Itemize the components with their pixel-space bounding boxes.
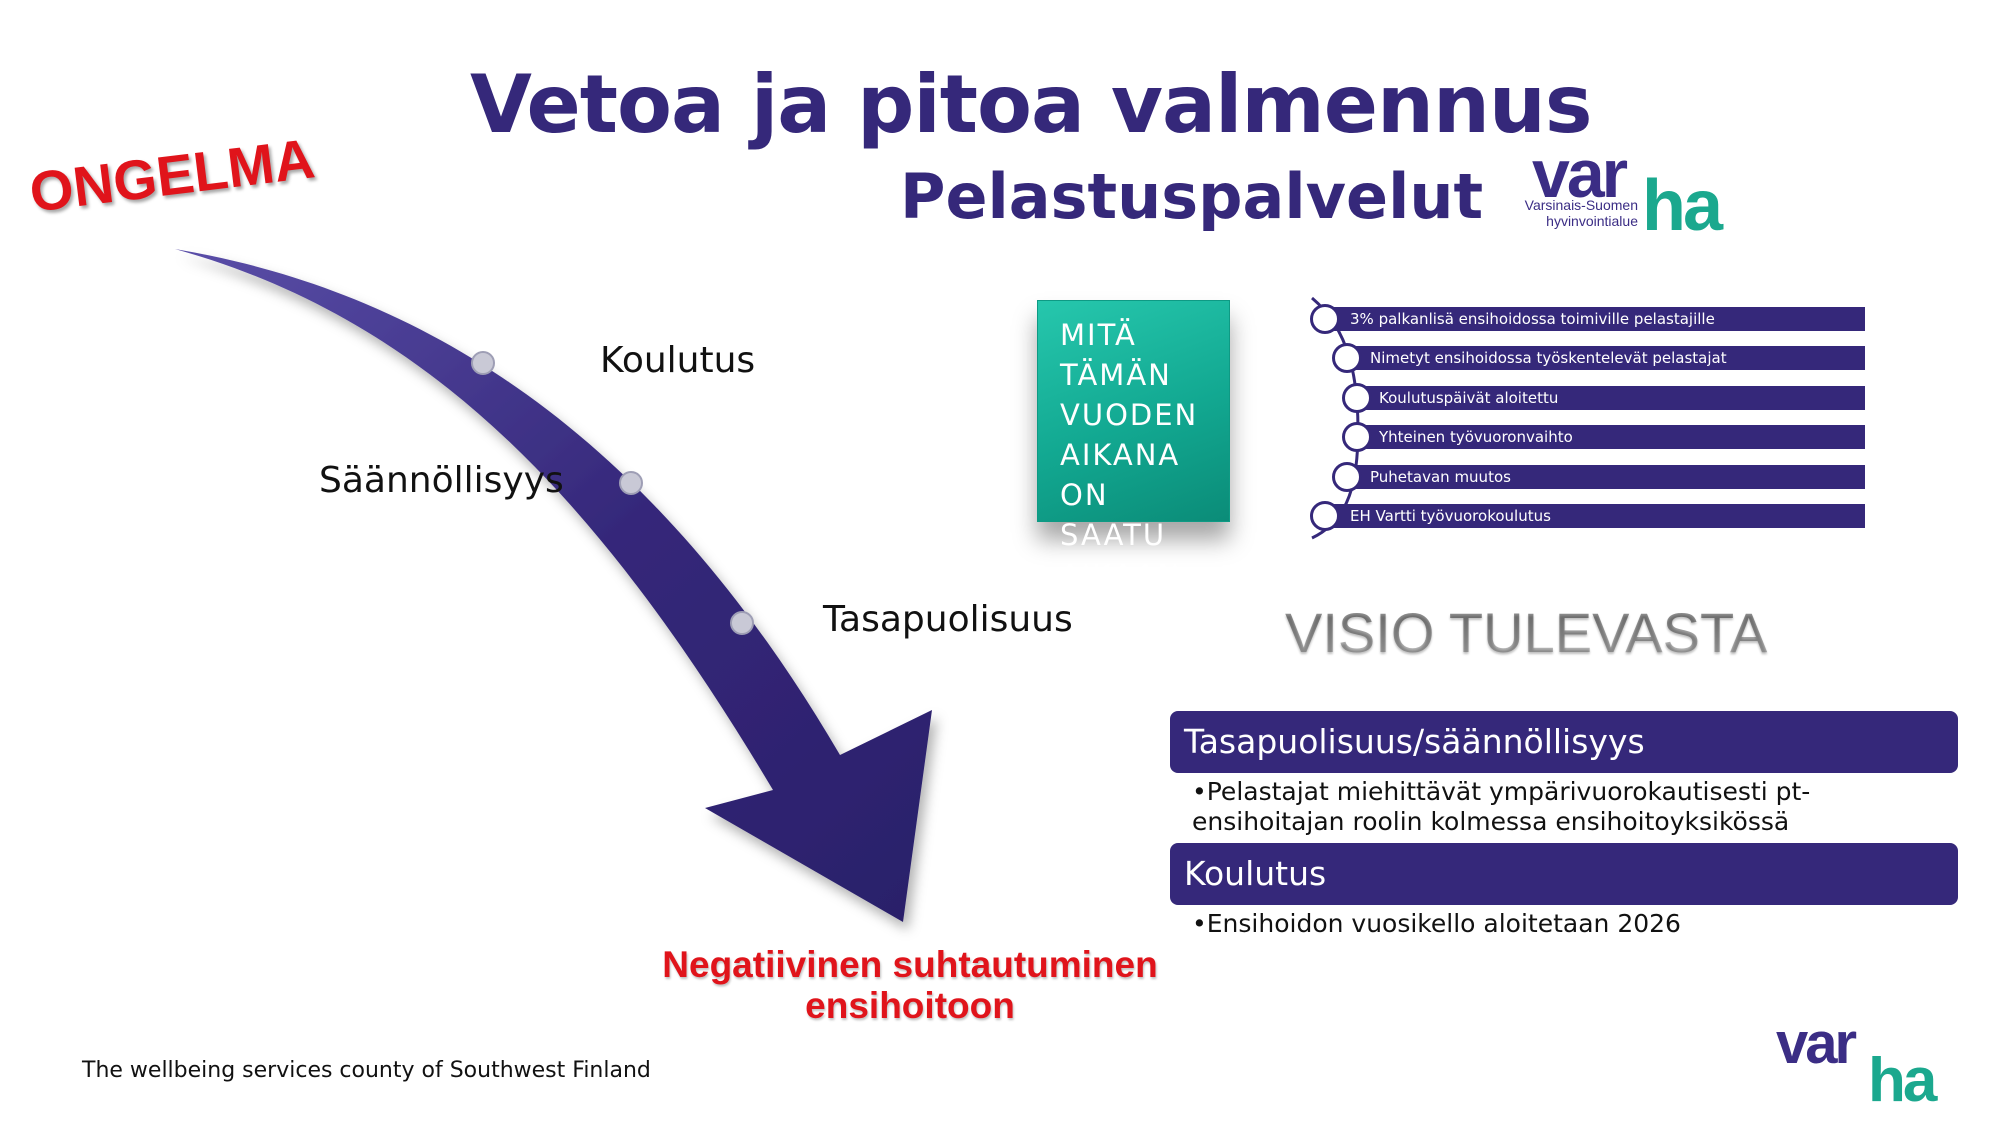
achieved-bullet-6 [1310,501,1340,531]
achieved-box-text: MITÄ TÄMÄN VUODEN AIKANA ON SAATU AIKAAN [1060,318,1199,592]
problem-step-koulutus: Koulutus [600,340,756,381]
vision-bullet-1: •Pelastajat miehittävät ympärivuorokauti… [1192,777,1962,837]
slide-title: Vetoa ja pitoa valmennus [470,58,1592,151]
logo-ha-text-bottom: ha [1868,1046,1937,1115]
achieved-bullet-1 [1310,304,1340,334]
arrow-step-dot-2 [619,471,643,495]
problem-outcome-line1: Negatiivinen suhtautuminen [662,944,1158,985]
achieved-bullet-5 [1332,462,1362,492]
logo-var-text-bottom: var [1776,1011,1857,1076]
achieved-bullet-4 [1342,422,1372,452]
vision-heading-2: Koulutus [1170,843,1958,905]
bullet-dot: • [1192,909,1207,938]
problem-step-tasapuolisuus: Tasapuolisuus [823,599,1073,640]
achieved-item-5: Puhetavan muutos [1347,465,1865,489]
footer-text: The wellbeing services county of Southwe… [82,1058,651,1083]
varha-logo-top: var ha Varsinais-Suomen hyvinvointialue [1520,136,1750,246]
achieved-item-3: Koulutuspäivät aloitettu [1357,386,1865,410]
achieved-box: MITÄ TÄMÄN VUODEN AIKANA ON SAATU AIKAAN [1037,300,1230,592]
achieved-bullet-2 [1332,343,1362,373]
bullet-dot: • [1192,777,1207,806]
achieved-item-1: 3% palkanlisä ensihoidossa toimiville pe… [1325,307,1865,331]
achieved-item-2: Nimetyt ensihoidossa työskentelevät pela… [1347,346,1865,370]
logo-var-text: var [1532,136,1628,212]
arrow-step-dot-1 [471,351,495,375]
logo-region-line1: Varsinais-Suomen [1524,197,1638,213]
logo-region-line2: hyvinvointialue [1546,213,1638,229]
achieved-list: 3% palkanlisä ensihoidossa toimiville pe… [1305,300,1865,540]
vision-bullet-2-text: Ensihoidon vuosikello aloitetaan 2026 [1206,909,1681,938]
problem-outcome: Negatiivinen suhtautuminen ensihoitoon [640,944,1180,1026]
vision-bullet-2: •Ensihoidon vuosikello aloitetaan 2026 [1192,909,1962,939]
achieved-item-6: EH Vartti työvuorokoulutus [1325,504,1865,528]
vision-bullet-1-text: Pelastajat miehittävät ympärivuorokautis… [1192,777,1811,836]
vision-title: VISIO TULEVASTA [1285,601,1768,664]
vision-heading-1: Tasapuolisuus/säännöllisyys [1170,711,1958,773]
achieved-bullet-3 [1342,383,1372,413]
arrow-step-dot-3 [730,611,754,635]
logo-ha-text: ha [1642,166,1723,246]
achieved-item-4: Yhteinen työvuoronvaihto [1357,425,1865,449]
varha-logo-bottom: var ha [1776,1015,1976,1115]
problem-outcome-line2: ensihoitoon [805,985,1015,1026]
slide-subtitle: Pelastuspalvelut [900,160,1484,233]
problem-step-saannollisyys: Säännöllisyys [319,460,564,501]
